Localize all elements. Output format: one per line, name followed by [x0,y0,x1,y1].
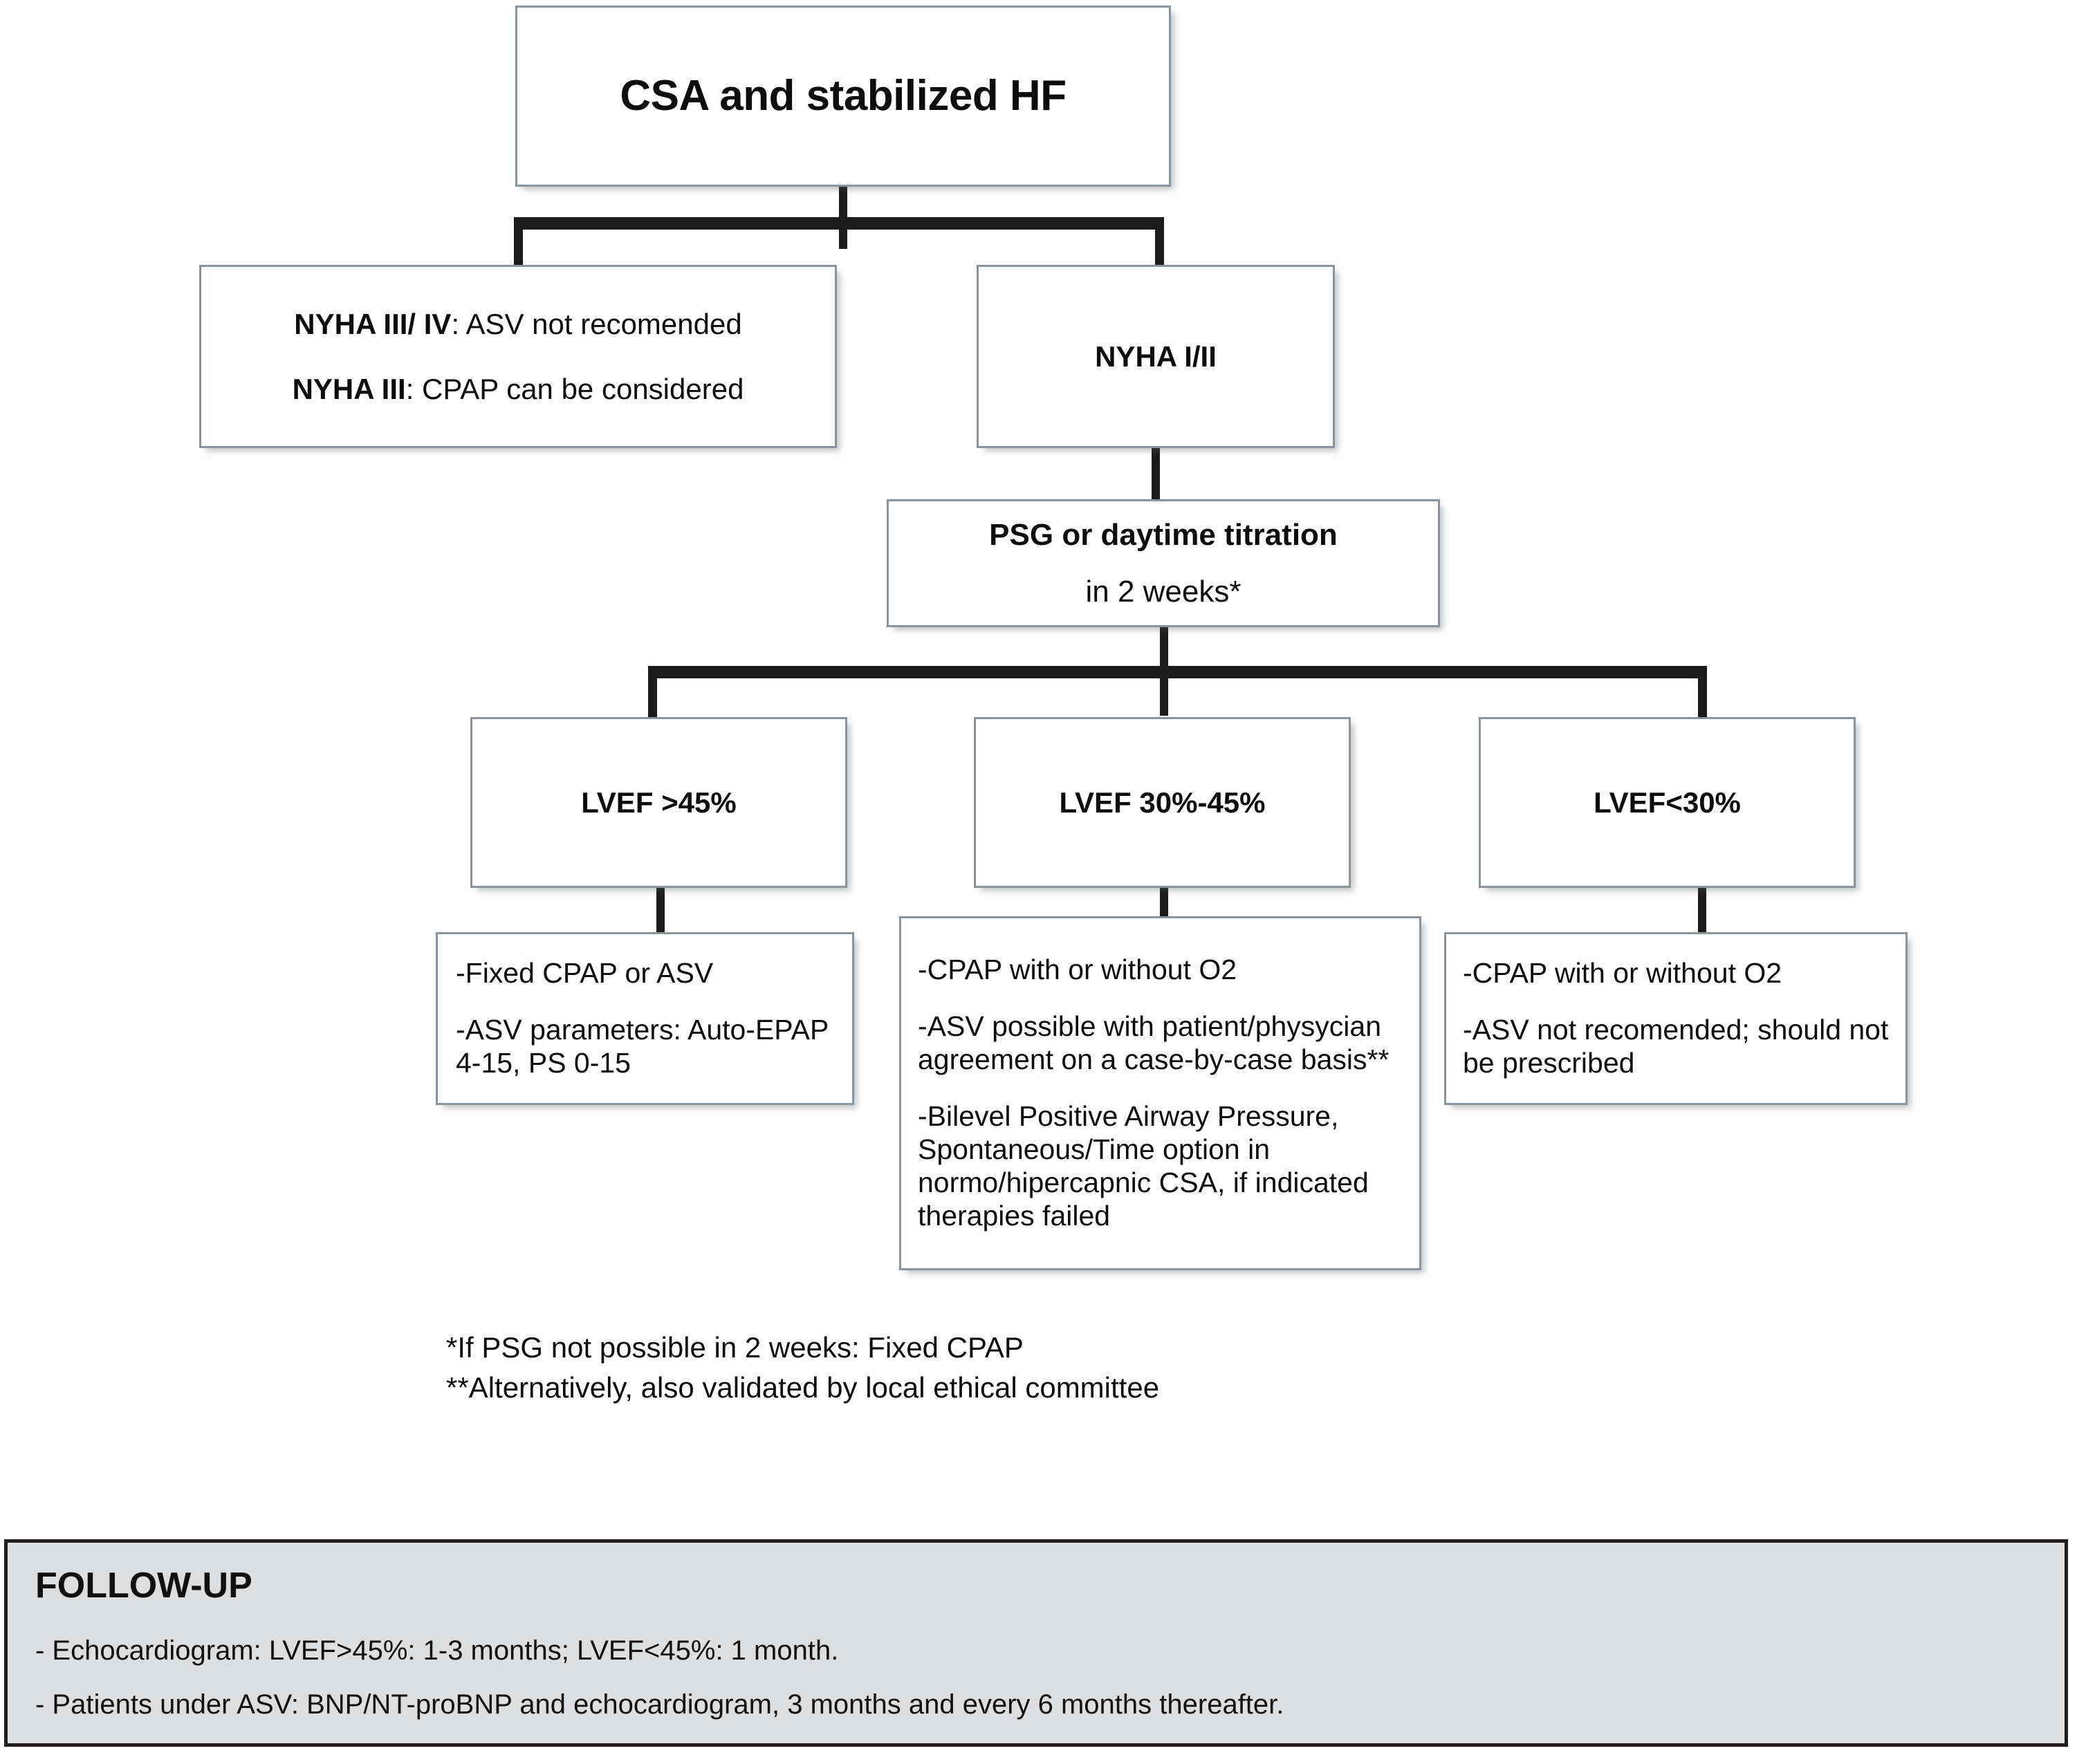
nyha34-line2-rest: : CPAP can be considered [405,372,744,405]
connector-to-nyha34 [514,217,523,267]
node-lvef-low-label: LVEF<30% [1594,786,1741,819]
connector-to-lvef-low [1698,666,1707,720]
node-lvef-mid-label: LVEF 30%-45% [1059,786,1266,819]
connector-to-nyha12 [1155,217,1164,267]
nyha34-line2-bold: NYHA III [292,372,406,405]
connector-to-lvef-high [648,666,657,720]
followup-item-echocardiogram: - Echocardiogram: LVEF>45%: 1-3 months; … [35,1635,839,1666]
node-lvef-high-label: LVEF >45% [581,786,737,819]
tx-mid-line-3: -Bilevel Positive Airway Pressure, Spont… [918,1100,1369,1232]
node-treatment-lvef-low[interactable]: -CPAP with or without O2 -ASV not recome… [1444,932,1908,1105]
tx-mid-line-1: -CPAP with or without O2 [918,954,1237,986]
followup-heading: FOLLOW-UP [35,1566,252,1606]
node-lvef-high[interactable]: LVEF >45% [470,717,847,888]
node-psg-sublabel: in 2 weeks* [1085,574,1241,609]
connector-lvef-low-tx [1698,886,1706,935]
node-nyha34-line-2: NYHA III: CPAP can be considered [293,372,744,406]
node-lvef-mid[interactable]: LVEF 30%-45% [974,717,1351,888]
node-nyha-1-2[interactable]: NYHA I/II [977,265,1335,448]
footnotes: *If PSG not possible in 2 weeks: Fixed C… [446,1328,1159,1408]
connector-lvef-high-tx [656,886,665,935]
footnote-single-asterisk: *If PSG not possible in 2 weeks: Fixed C… [446,1331,1024,1364]
followup-panel: FOLLOW-UP - Echocardiogram: LVEF>45%: 1-… [4,1539,2068,1747]
connector-nyha12-psg [1152,447,1160,502]
tx-low-line-2: -ASV not recomended; should not be presc… [1463,1014,1889,1079]
node-nyha34-line-1: NYHA III/ IV: ASV not recomended [294,307,741,341]
node-psg-titration[interactable]: PSG or daytime titration in 2 weeks* [887,499,1440,627]
nyha34-line1-bold: NYHA III/ IV [294,308,452,341]
node-nyha12-label: NYHA I/II [1095,340,1217,373]
footnote-double-asterisk: **Alternatively, also validated by local… [446,1371,1160,1404]
tx-low-line-1: -CPAP with or without O2 [1463,957,1782,990]
tx-high-line-2: -ASV parameters: Auto-EPAP 4-15, PS 0-15 [456,1014,829,1079]
node-csa-stabilized-hf[interactable]: CSA and stabilized HF [515,6,1171,187]
connector-level1-bar [514,217,1164,230]
node-treatment-lvef-mid[interactable]: -CPAP with or without O2 -ASV possible w… [899,916,1421,1270]
node-lvef-low[interactable]: LVEF<30% [1479,717,1856,888]
followup-item-asv-patients: - Patients under ASV: BNP/NT-proBNP and … [35,1689,1284,1720]
connector-level3-bar [648,666,1706,678]
tx-high-line-1: -Fixed CPAP or ASV [456,957,714,990]
nyha34-line1-rest: : ASV not recomended [451,308,742,341]
node-root-label: CSA and stabilized HF [620,71,1067,120]
node-treatment-lvef-high[interactable]: -Fixed CPAP or ASV -ASV parameters: Auto… [436,932,854,1105]
node-nyha-3-4[interactable]: NYHA III/ IV: ASV not recomended NYHA II… [199,265,837,448]
node-psg-label: PSG or daytime titration [989,518,1338,553]
tx-mid-line-2: -ASV possible with patient/physycian agr… [918,1010,1390,1076]
connector-lvef-mid-tx [1160,886,1168,920]
